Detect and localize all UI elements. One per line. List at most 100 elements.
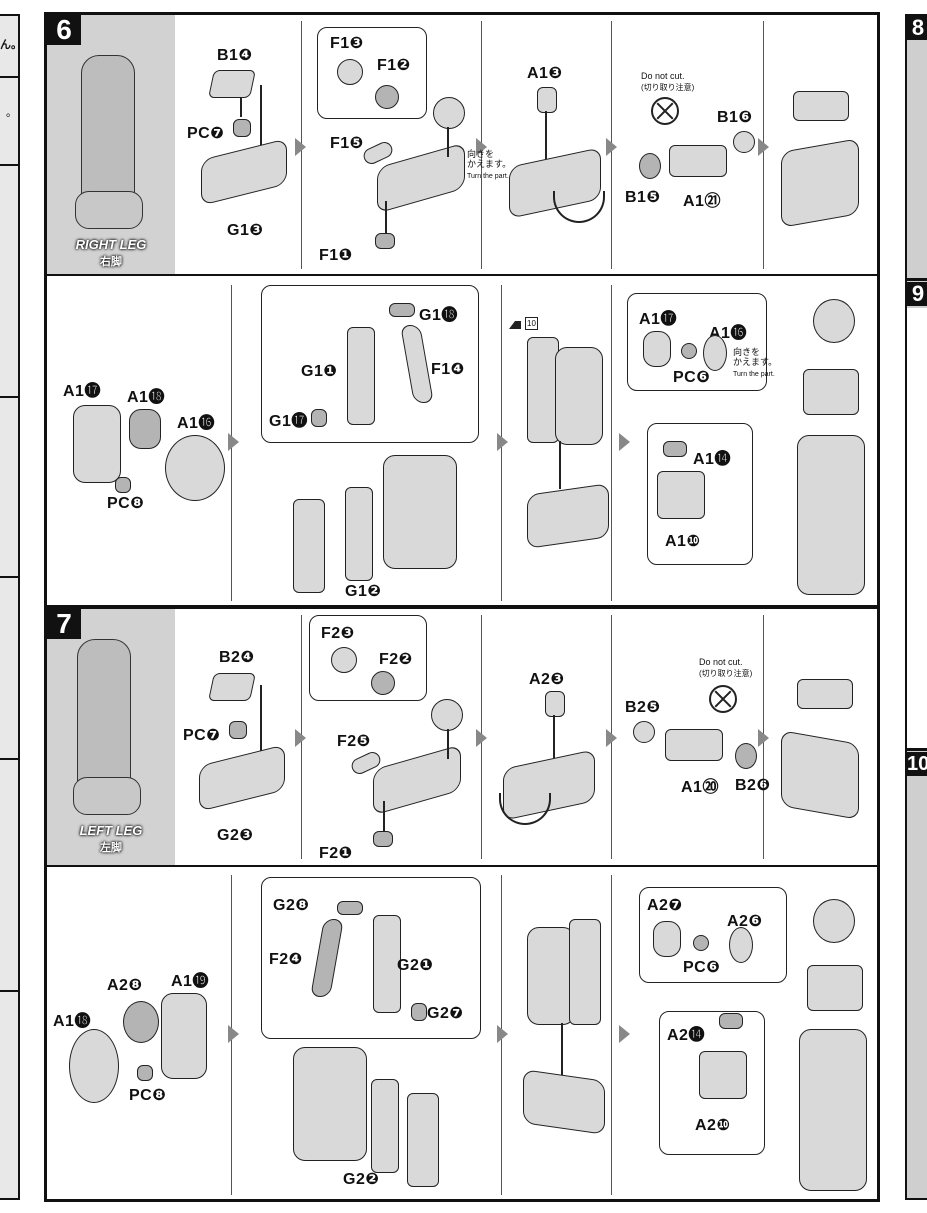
step-arrow-icon — [497, 433, 508, 451]
row-divider — [47, 865, 877, 867]
right-edge-panel: 8 9 10 — [905, 14, 927, 1200]
part-a28 — [123, 1001, 159, 1043]
turn-note-jp: 向きを かえます。 — [733, 347, 778, 367]
guide-line — [385, 201, 387, 233]
part-label: G2❶ — [397, 957, 434, 974]
part-g23 — [199, 744, 285, 812]
part-g22 — [371, 1079, 399, 1173]
part-f21 — [373, 831, 393, 847]
marking-number: 10 — [525, 317, 538, 330]
part-label: B1❺ — [625, 189, 661, 206]
part-label: G1⓲ — [419, 307, 458, 324]
divider — [611, 875, 612, 1195]
part-ankle-bracket — [793, 91, 849, 121]
part-label: A1㉑ — [683, 193, 721, 210]
part-label: A1⓳ — [171, 973, 209, 990]
left-edge-rule — [0, 576, 20, 578]
part-lower-leg-cover — [407, 1093, 439, 1187]
part-label: B2❹ — [219, 649, 255, 666]
left-edge-top-text: ん。 — [0, 39, 22, 51]
part-a17 — [73, 405, 121, 483]
do-not-cut-en: Do not cut. — [699, 657, 743, 667]
part-label: F1❸ — [330, 35, 364, 52]
guide-line — [260, 85, 262, 175]
part-label: G2❷ — [343, 1171, 380, 1188]
part-pc7 — [229, 721, 247, 739]
part-foot-bottom — [527, 483, 609, 549]
step-arrow-icon — [228, 1025, 239, 1043]
guide-line — [545, 111, 547, 159]
right-leg-foot — [75, 191, 143, 229]
part-label: A2❽ — [107, 977, 143, 994]
part-a23 — [545, 691, 565, 717]
right-leg-thumbnail: RIGHT LEG 右脚 — [47, 15, 175, 274]
part-label: B1❻ — [717, 109, 753, 126]
part-f23 — [331, 647, 357, 673]
part-b26 — [735, 743, 757, 769]
part-label: F2❺ — [337, 733, 371, 750]
part-leg-front — [527, 337, 559, 443]
step-arrow-icon — [619, 433, 630, 451]
part-label: A1⓱ — [63, 383, 101, 400]
part-pc8 — [115, 477, 131, 493]
part-label: F1❶ — [319, 247, 353, 264]
part-a214 — [719, 1013, 743, 1029]
left-edge-second-text: 。 — [6, 107, 17, 119]
part-label: F1❺ — [330, 135, 364, 152]
left-edge-rule — [0, 396, 20, 398]
part-label: A1⓮ — [693, 451, 731, 468]
part-foot-bottom — [523, 1069, 605, 1135]
part-a26 — [729, 927, 753, 963]
part-label: B2❻ — [735, 777, 771, 794]
left-leg-title: LEFT LEG — [79, 823, 143, 838]
part-label: G1❸ — [227, 222, 264, 239]
right-leg-title: RIGHT LEG — [75, 237, 147, 252]
step-arrow-icon — [497, 1025, 508, 1043]
step-arrow-icon — [228, 433, 239, 451]
part-label: A1⓰ — [177, 415, 215, 432]
do-not-cut-icon — [709, 685, 737, 713]
rotate-arrow-icon — [553, 191, 605, 223]
right-edge-divider — [907, 748, 927, 751]
part-foot-final — [781, 730, 859, 820]
left-edge-panel-bottom — [0, 990, 20, 1200]
left-edge-panel: ん。 。 — [0, 14, 22, 996]
marking-icon — [509, 321, 521, 329]
part-leg-side — [527, 927, 575, 1025]
part-label: A1⑳ — [681, 779, 719, 796]
step-arrow-icon — [606, 729, 617, 747]
part-a16 — [165, 435, 225, 501]
part-label: PC❽ — [129, 1087, 167, 1104]
right-edge-step-8: 8 — [907, 16, 927, 40]
part-g12 — [345, 487, 373, 581]
part-label: F2❸ — [321, 625, 355, 642]
rotate-arrow-icon — [499, 793, 551, 825]
part-b25 — [633, 721, 655, 743]
part-label: PC❻ — [673, 369, 711, 386]
part-g13 — [201, 138, 287, 206]
left-leg-thumbnail: LEFT LEG 左脚 — [47, 609, 175, 865]
detail-bubble — [659, 1011, 765, 1155]
row-divider — [47, 274, 877, 276]
part-b14 — [208, 70, 256, 98]
detail-bubble — [309, 615, 427, 701]
do-not-cut-icon — [651, 97, 679, 125]
part-a118 — [69, 1029, 119, 1103]
step-7-section: LEFT LEG 左脚 7 B2❹ PC❼ G2❸ F2❸ F2❷ F2❺ F2… — [44, 606, 880, 1202]
part-g27 — [411, 1003, 427, 1021]
part-a120 — [665, 729, 723, 761]
left-edge-rule — [0, 164, 20, 166]
part-label: PC❼ — [187, 125, 225, 142]
part-g28 — [337, 901, 363, 915]
part-label: A2⓮ — [667, 1027, 705, 1044]
guide-line — [260, 685, 262, 765]
part-label: G1❶ — [301, 363, 338, 380]
part-label: G1⓱ — [269, 413, 308, 430]
part-pc7 — [233, 119, 251, 137]
part-label: G2❽ — [273, 897, 310, 914]
part-a16 — [703, 335, 727, 371]
part-label: F2❷ — [379, 651, 413, 668]
part-ankle-bracket — [797, 679, 853, 709]
turn-note-en: Turn the part. — [733, 371, 775, 378]
part-label: A2❻ — [727, 913, 763, 930]
